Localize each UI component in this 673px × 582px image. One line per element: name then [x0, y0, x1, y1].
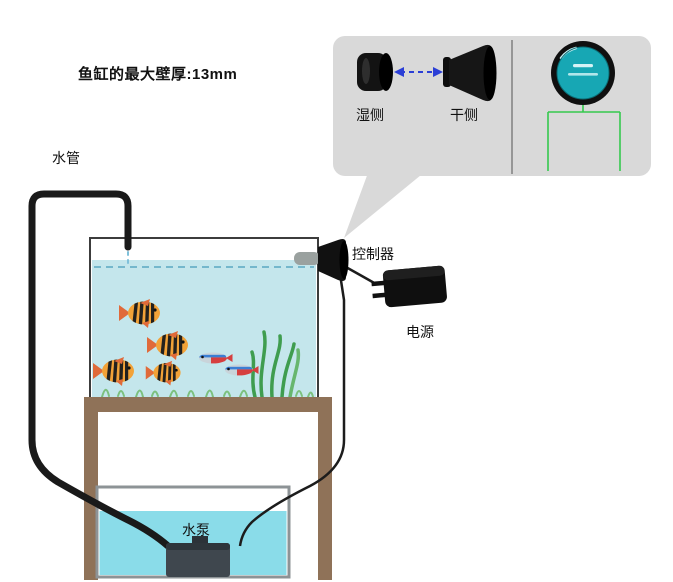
grass [101, 388, 314, 398]
device-display-line [573, 64, 593, 68]
stand-left-leg [84, 412, 98, 580]
stand-right-leg [318, 412, 332, 580]
arrowhead-right-icon [433, 67, 443, 77]
device-wires [547, 104, 621, 171]
plants [250, 330, 301, 399]
wet-side-sensor [357, 53, 393, 91]
power-label: 电源 [406, 324, 434, 340]
wet-side-label: 湿侧 [356, 107, 384, 123]
device-display-rim [556, 46, 610, 100]
controller-label: 控制器 [352, 246, 394, 262]
arrowhead-left-icon [394, 67, 404, 77]
power-adapter [371, 265, 447, 308]
water-pipe [28, 190, 172, 550]
max-wall-thickness-note: 鱼缸的最大壁厚:13mm [78, 66, 238, 83]
callout-tail [344, 162, 432, 238]
dry-side-label: 干侧 [450, 107, 478, 123]
adapter-wire [343, 264, 377, 286]
pump-power-wire [238, 273, 346, 547]
stand-top-beam [84, 397, 332, 412]
dry-side-sensor [443, 44, 497, 102]
water-pump-label: 水泵 [182, 522, 210, 538]
rim-sensor [294, 239, 349, 281]
device-display-line [568, 73, 598, 76]
water-pump [166, 536, 230, 577]
water-pipe-label: 水管 [52, 150, 80, 166]
controller-device [547, 41, 621, 171]
rim-sensor-inner-probe [294, 252, 320, 265]
